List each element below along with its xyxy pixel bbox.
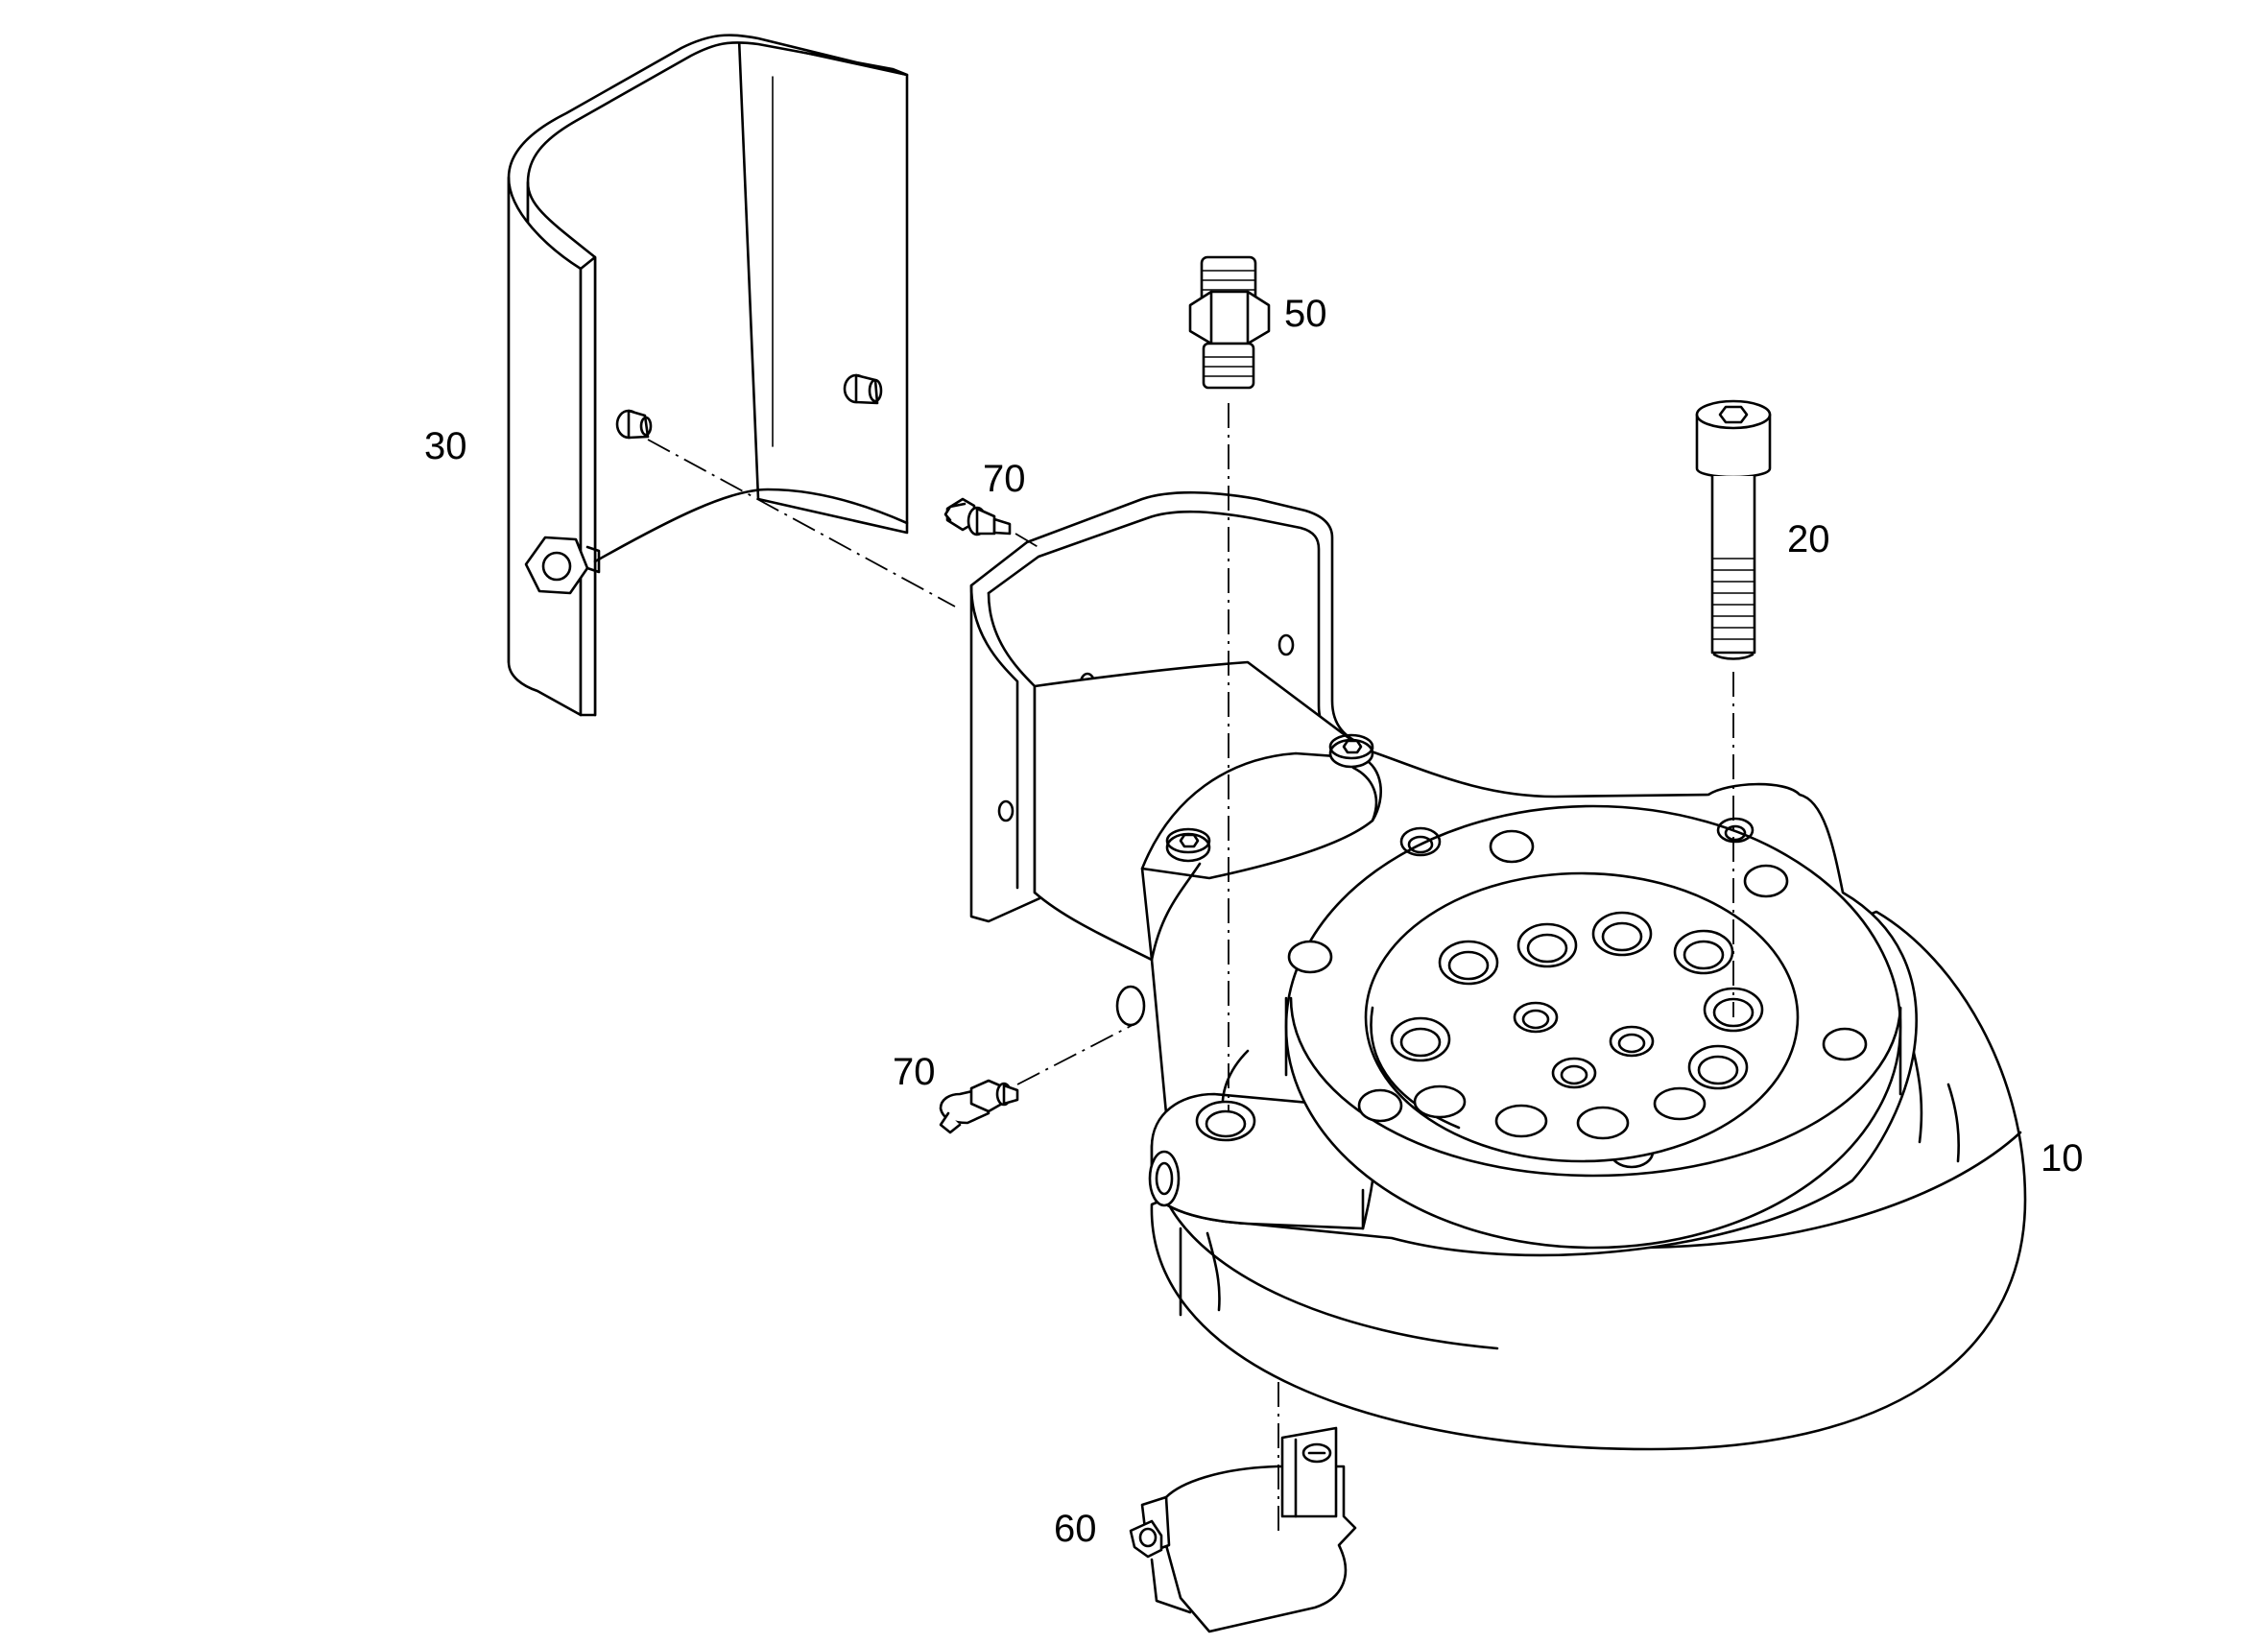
stud-right-icon bbox=[843, 373, 883, 405]
part-70-upper-grease-nipple bbox=[943, 497, 1012, 536]
inner-hole-pattern bbox=[1390, 911, 1764, 1140]
bracket-bolt-head-icon bbox=[524, 536, 601, 595]
callout-70-lower: 70 bbox=[893, 1051, 936, 1093]
socket-screw-1-icon bbox=[1165, 827, 1211, 863]
part-10-housing bbox=[969, 490, 2027, 1451]
callout-20: 20 bbox=[1787, 518, 1830, 560]
callout-60: 60 bbox=[1054, 1508, 1097, 1550]
callout-labels: 30 50 70 20 70 10 60 bbox=[424, 293, 2084, 1550]
stud-left-icon bbox=[615, 409, 653, 440]
part-30-u-bracket bbox=[507, 34, 909, 717]
callout-30: 30 bbox=[424, 425, 467, 467]
socket-screw-2-icon bbox=[1328, 733, 1374, 769]
part-70-lower-grease-nipple bbox=[939, 1079, 1019, 1134]
callout-50: 50 bbox=[1284, 293, 1327, 335]
callout-70-upper: 70 bbox=[983, 458, 1026, 500]
part-20-socket-bolt bbox=[1695, 399, 1772, 660]
callout-10: 10 bbox=[2041, 1137, 2084, 1179]
part-50-fitting bbox=[1188, 255, 1271, 390]
assembly-centerlines bbox=[647, 403, 1734, 1536]
part-60-cover-plate bbox=[1129, 1426, 1357, 1633]
